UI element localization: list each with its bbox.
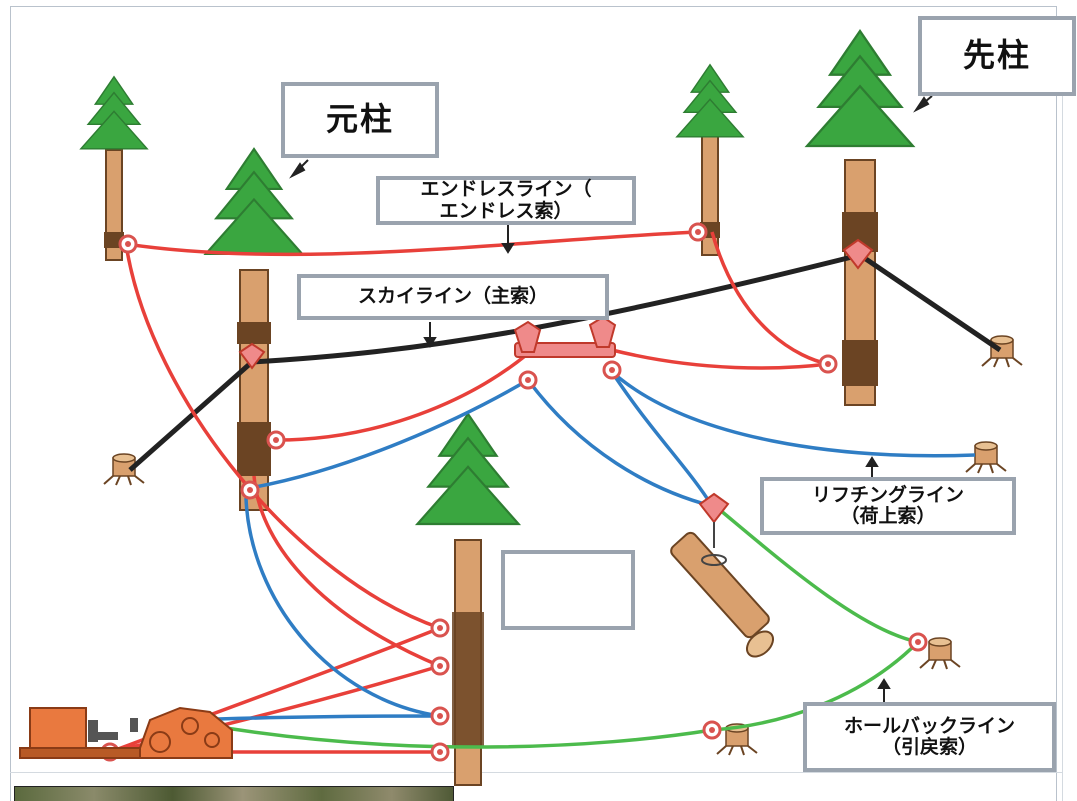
haulback-line-label: ホールバックライン （引戻索）	[803, 702, 1056, 772]
log-icon	[670, 522, 775, 658]
stump-icon	[965, 441, 1007, 474]
frame-line	[10, 6, 11, 801]
motobashira-label: 元柱	[281, 82, 439, 158]
skyline-cable	[128, 252, 1002, 472]
skyline-text: スカイライン（主索）	[357, 285, 548, 308]
motobashira-text: 元柱	[325, 100, 394, 139]
tree-icon	[676, 64, 744, 256]
lifting-line-text-1: リフチングライン	[811, 483, 964, 506]
arrow-icon	[289, 95, 933, 702]
lifting-line-label: リフチングライン （荷上索）	[760, 477, 1016, 535]
photo-thumbnail	[14, 786, 454, 801]
carriage-icon	[513, 315, 617, 358]
haulback-line-text-2: （引戻索）	[881, 736, 977, 758]
pulley-icon	[238, 238, 874, 524]
tree-icon	[80, 76, 148, 261]
tree-icon	[805, 29, 915, 406]
frame-line	[1062, 95, 1063, 801]
haulback-line-text-1: ホールバックライン	[843, 714, 1015, 737]
endless-line-text-1: エンドレスライン（	[420, 178, 592, 201]
yarder-machine-icon	[19, 706, 233, 759]
endless-line-text-2: エンドレス索）	[439, 199, 573, 222]
empty-label-box	[501, 550, 635, 630]
skyline-label: スカイライン（主索）	[297, 274, 609, 320]
frame-line	[1056, 6, 1057, 801]
endless-line-label: エンドレスライン（ エンドレス索）	[376, 176, 636, 225]
lifting-line-text-2: （荷上索）	[840, 505, 936, 527]
tree-icon	[416, 412, 520, 786]
sakibashira-text: 先柱	[962, 36, 1031, 75]
lifting-line-cable	[189, 370, 976, 722]
frame-line	[10, 772, 1062, 773]
sakibashira-label: 先柱	[918, 16, 1076, 96]
frame-line	[10, 6, 1056, 7]
stump-icon	[103, 453, 145, 486]
tree-icon	[204, 147, 304, 511]
